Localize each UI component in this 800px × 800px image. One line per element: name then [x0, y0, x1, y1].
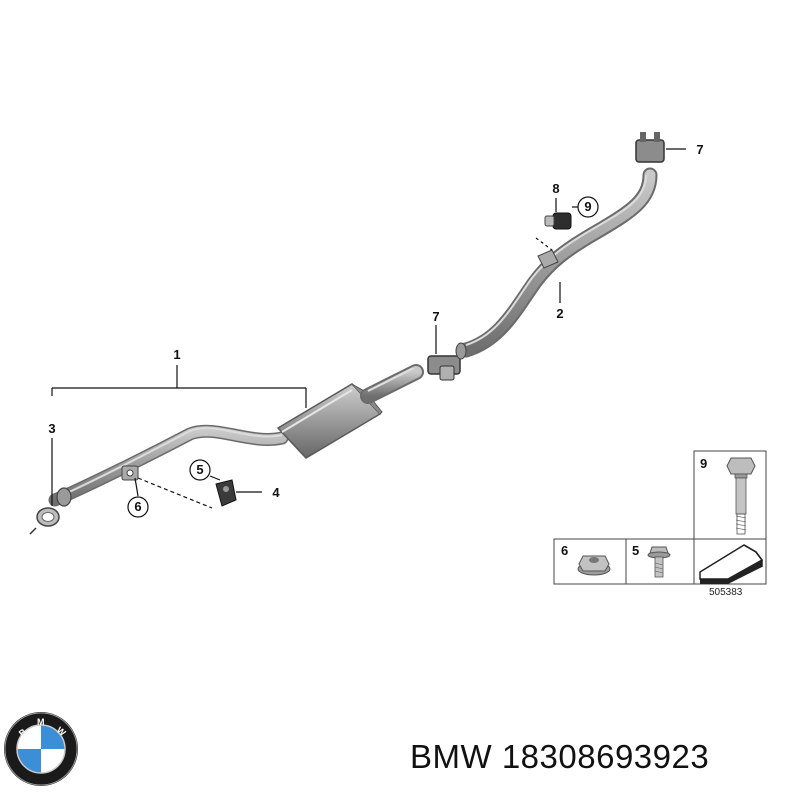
callout-9-circle — [577, 196, 599, 218]
hanger-bracket — [121, 465, 139, 481]
callout-5: 5 — [196, 462, 203, 477]
brand-name: BMW — [410, 738, 493, 775]
front-pipe — [48, 424, 289, 507]
legend-label-6: 6 — [561, 543, 568, 558]
svg-text:M: M — [37, 717, 45, 727]
callout-6: 6 — [134, 499, 141, 514]
part-number: 18308693923 — [501, 738, 710, 775]
svg-text:B: B — [17, 726, 29, 738]
callout-1: 1 — [173, 347, 180, 362]
flange-clamp — [29, 487, 72, 535]
rubber-mount — [544, 212, 572, 230]
flange-bolt-icon — [647, 546, 671, 578]
bmw-roundel-logo: B M W — [4, 712, 78, 786]
callout-2: 2 — [556, 306, 563, 321]
rear-hanger-bracket — [537, 249, 559, 269]
parts-legend: 9 6 5 — [553, 450, 767, 598]
legend-label-5: 5 — [632, 543, 639, 558]
rear-pipe — [455, 167, 658, 360]
tailpipe-clamp — [635, 132, 665, 163]
part-caption: BMW 18308693923 — [410, 738, 709, 776]
callout-7-top: 7 — [696, 142, 703, 157]
diagram-code: 505383 — [709, 587, 743, 598]
callout-4: 4 — [272, 485, 280, 500]
callout-8: 8 — [552, 181, 559, 196]
middle-clamp — [427, 355, 461, 381]
bolt-icon — [726, 457, 756, 535]
flange-nut-icon — [577, 555, 611, 576]
callout-3: 3 — [48, 421, 55, 436]
callout-7-middle: 7 — [432, 309, 439, 324]
callout-6-circle — [127, 496, 149, 518]
middle-pipe — [360, 364, 424, 404]
callout-9: 9 — [584, 199, 591, 214]
bracket-part-4 — [215, 479, 237, 507]
callout-5-circle — [189, 459, 211, 481]
direction-arrow-icon — [699, 544, 764, 584]
leader-lines — [51, 148, 686, 509]
legend-label-9: 9 — [700, 456, 707, 471]
